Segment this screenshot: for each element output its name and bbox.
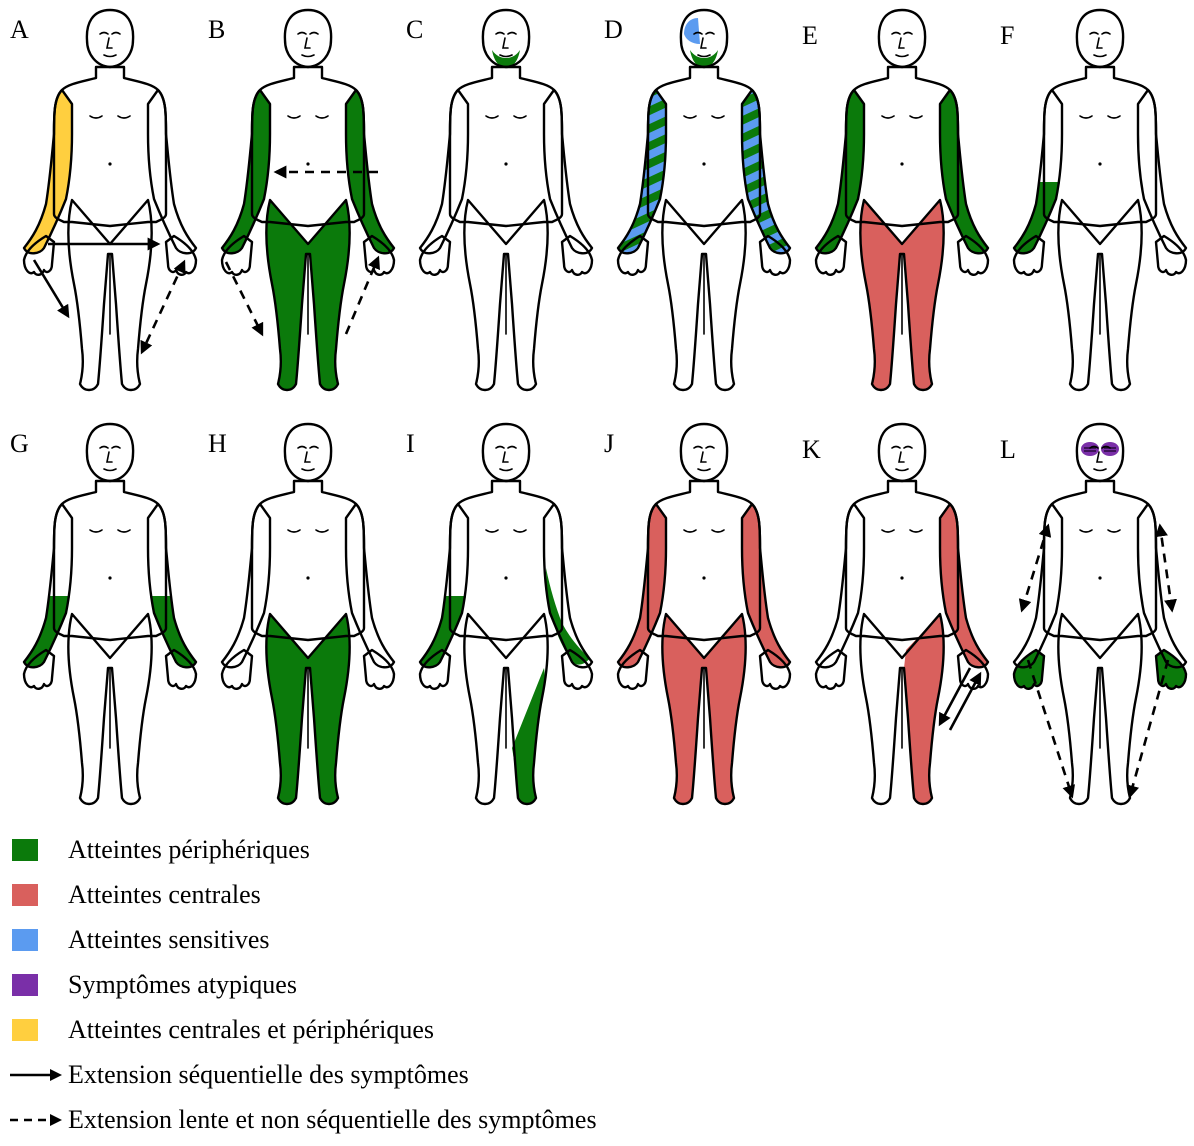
extension-arrow (346, 258, 378, 334)
arm-right-region (618, 90, 666, 253)
panel-letter-c: C (406, 15, 423, 44)
panel-letter-d: D (604, 15, 623, 44)
legend-swatch-central (12, 884, 38, 906)
arm-left-region (940, 504, 988, 667)
panel-letter-a: A (10, 15, 29, 44)
legend-item: Extension séquentielle des symptômes (0, 1055, 469, 1095)
eye-symptom-region (1081, 442, 1099, 456)
panel-i (420, 424, 592, 804)
arm-right-region (24, 90, 72, 253)
panel-g (24, 424, 196, 804)
arm-left-region (742, 90, 790, 253)
panel-letter-i: I (406, 429, 415, 458)
legend-label: Extension séquentielle des symptômes (68, 1055, 469, 1095)
panel-l (1014, 424, 1186, 804)
panel-f (1014, 10, 1186, 390)
panel-d (618, 10, 790, 390)
legend-label: Atteintes centrales et périphériques (68, 1010, 434, 1050)
eye-symptom-region (1101, 442, 1119, 456)
body-diagram-figure: A B C D E F G H I J K L (0, 0, 1194, 830)
legend-label: Atteintes sensitives (68, 920, 269, 960)
arm-right-region (618, 504, 666, 667)
panel-letter-h: H (208, 429, 227, 458)
panel-letter-l: L (1000, 435, 1016, 464)
legend-swatch-peripheral (12, 839, 38, 861)
leg-left-region (904, 614, 944, 804)
legend-item: Atteintes centrales et périphériques (0, 1010, 434, 1050)
solid-arrow-icon (8, 1064, 62, 1086)
legend-label: Atteintes périphériques (68, 830, 310, 870)
panel-letter-b: B (208, 15, 225, 44)
legend-item: Atteintes centrales (0, 875, 261, 915)
panel-letter-e: E (802, 21, 818, 50)
dashed-arrow-icon (8, 1109, 62, 1131)
panel-letter-g: G (10, 429, 29, 458)
panel-b (222, 10, 394, 390)
panel-letter-f: F (1000, 21, 1014, 50)
legend-swatch-sensory (12, 929, 38, 951)
panel-c (420, 10, 592, 390)
panel-h (222, 424, 394, 804)
panel-a (24, 10, 196, 390)
arm-right-region (222, 90, 270, 253)
legend-item: Atteintes périphériques (0, 830, 310, 870)
panel-e (816, 10, 988, 390)
panel-j (618, 424, 790, 804)
arm-left-region (940, 90, 988, 253)
legend-label: Extension lente et non séquentielle des … (68, 1100, 597, 1140)
arm-right-region (816, 90, 864, 253)
legend-swatch-mixed (12, 1019, 38, 1041)
legend-label: Symptômes atypiques (68, 965, 297, 1005)
legend-swatch-atypical (12, 974, 38, 996)
legend-item: Symptômes atypiques (0, 965, 297, 1005)
arm-left-region (742, 504, 790, 667)
panel-letter-j: J (604, 429, 614, 458)
legend-item: Atteintes sensitives (0, 920, 269, 960)
panel-k (816, 424, 988, 804)
extension-arrow (940, 668, 970, 724)
legend-label: Atteintes centrales (68, 875, 261, 915)
panel-letter-k: K (802, 435, 821, 464)
legend-item: Extension lente et non séquentielle des … (0, 1100, 597, 1140)
